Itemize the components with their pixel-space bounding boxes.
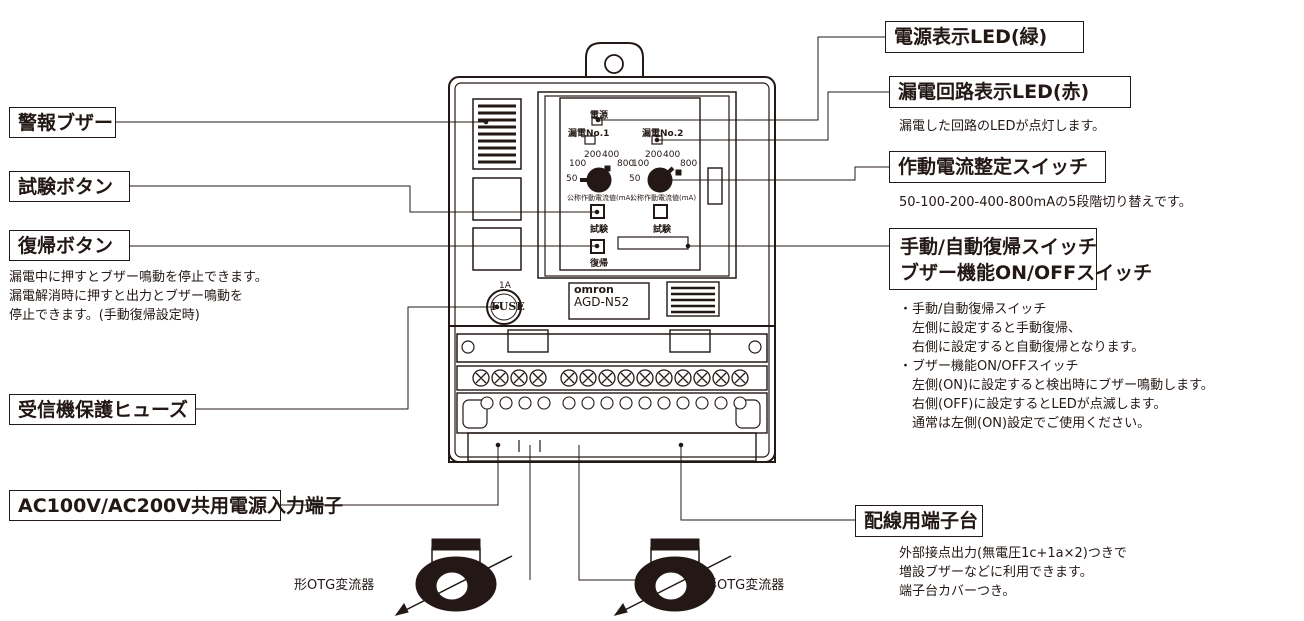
leak2-led-label: 漏電No.2 [642, 129, 684, 139]
terminal-cover-tab-1 [507, 329, 549, 353]
dial1-tick-100: 100 [569, 159, 587, 169]
terminal-block-outer [448, 325, 776, 463]
reset-description: 漏電中に押すとブザー鳴動を停止できます。 漏電解消時に押すと出力とブザー鳴動を … [9, 268, 268, 325]
dial2-tick-800: 800 [680, 159, 698, 169]
mode-switch-line-1: 手動/自動復帰スイッチ [900, 236, 1097, 258]
fuse-text: FUSE [491, 300, 525, 313]
test-label-1: 試験 [590, 225, 609, 235]
dip-switch-block [617, 236, 689, 250]
buzzer-grille-lines [478, 104, 516, 164]
test-button-2 [653, 204, 668, 219]
mode-desc-line-5: 左側(ON)に設定すると検出時にブザー鳴動します。 [899, 378, 1214, 393]
dial2-tick-100: 100 [632, 159, 650, 169]
model-name: AGD-N52 [574, 295, 630, 309]
callout-test-button: 試験ボタン [9, 171, 130, 202]
buzzer-grille [472, 98, 522, 170]
transformer-label-1: 形OTG変流器 [294, 578, 375, 593]
callout-power-led: 電源表示LED(緑) [885, 21, 1084, 53]
mode-desc-line-2: 左側に設定すると手動復帰、 [899, 321, 1082, 336]
hanger-tab [585, 42, 644, 77]
mode-switch-line-2: ブザー機能ON/OFFスイッチ [900, 261, 1153, 284]
dial1-tick-50: 50 [566, 174, 578, 184]
callout-reset-button: 復帰ボタン [9, 230, 130, 261]
model-plate [568, 282, 650, 320]
test-label-2: 試験 [653, 225, 672, 235]
terminal-desc-line-1: 外部接点出力(無電圧1c+1a×2)つきで [899, 546, 1127, 561]
device-inner-frame [454, 82, 770, 458]
callout-leak-led: 漏電回路表示LED(赤) [889, 76, 1131, 108]
dial1-tick-200: 200 [584, 150, 602, 160]
leak-led-1 [584, 135, 596, 145]
callout-terminal-block: 配線用端子台 [855, 505, 983, 537]
terminal-cover-tab-2 [669, 329, 711, 353]
mode-desc-line-4: ・ブザー機能ON/OFFスイッチ [899, 359, 1079, 374]
right-grille-lines [671, 286, 715, 314]
reset-desc-line-1: 漏電中に押すとブザー鳴動を停止できます。 [9, 270, 268, 285]
front-panel [559, 97, 701, 271]
mode-desc-line-1: ・手動/自動復帰スイッチ [899, 302, 1047, 317]
dial2-caption: 公称作動電流値(mA) [630, 194, 697, 202]
terminal-block-description: 外部接点出力(無電圧1c+1a×2)つきで 増設ブザーなどに利用できます。 端子… [899, 544, 1127, 601]
mode-desc-line-6: 右側(OFF)に設定するとLEDが点滅します。 [899, 397, 1167, 412]
blank-panel-1 [472, 177, 522, 221]
mode-desc-line-3: 右側に設定すると自動復帰となります。 [899, 340, 1145, 355]
mode-desc-line-7: 通常は左側(ON)設定でご使用ください。 [899, 416, 1151, 431]
mode-switch-description: ・手動/自動復帰スイッチ 左側に設定すると手動復帰、 右側に設定すると自動復帰と… [899, 300, 1214, 433]
leader-lines [116, 36, 889, 581]
front-cover [537, 91, 737, 279]
callout-buzzer: 警報ブザー [9, 107, 116, 138]
dial2-tick-50: 50 [629, 174, 641, 184]
callout-power-terminal: AC100V/AC200V共用電源入力端子 [9, 490, 343, 521]
dial1-caption: 公称作動電流値(mA) [567, 194, 634, 202]
dial-1 [580, 165, 612, 193]
right-grille [666, 281, 720, 317]
terminal-desc-line-2: 増設ブザーなどに利用できます。 [899, 565, 1093, 580]
terminal-desc-line-3: 端子台カバーつき。 [899, 584, 1016, 599]
transformer-label-2: 形OTG変流器 [704, 578, 785, 593]
power-led-label: 電源 [590, 111, 609, 121]
reset-desc-line-2: 漏電解消時に押すと出力とブザー鳴動を [9, 289, 244, 304]
blank-panel-2 [472, 227, 522, 271]
terminal-screws [472, 369, 749, 387]
cover-latch [707, 167, 723, 205]
fuse-rating: 1A [499, 281, 511, 291]
terminal-markers [480, 396, 747, 410]
brand-logo: omron [574, 283, 614, 296]
leak1-led-label: 漏電No.1 [568, 129, 610, 139]
callout-current-switch: 作動電流整定スイッチ [889, 151, 1106, 183]
dial1-tick-400: 400 [602, 150, 620, 160]
hanger-hole [604, 54, 624, 74]
current-transformer-1 [394, 538, 513, 616]
dial2-tick-400: 400 [663, 150, 681, 160]
reset-label: 復帰 [590, 259, 609, 269]
current-transformer-2 [613, 538, 732, 616]
current-switch-description: 50-100-200-400-800mAの5段階切り替えです。 [899, 195, 1192, 210]
leak-led-description: 漏電した回路のLEDが点灯します。 [899, 119, 1106, 134]
callout-mode-switch: 手動/自動復帰スイッチ ブザー機能ON/OFFスイッチ [889, 228, 1153, 290]
dial1-tick-800: 800 [617, 159, 635, 169]
dial2-tick-200: 200 [645, 150, 663, 160]
callout-fuse: 受信機保護ヒューズ [9, 394, 196, 425]
reset-desc-line-3: 停止できます。(手動復帰設定時) [9, 308, 200, 323]
terminal-screw-cross [475, 372, 746, 384]
